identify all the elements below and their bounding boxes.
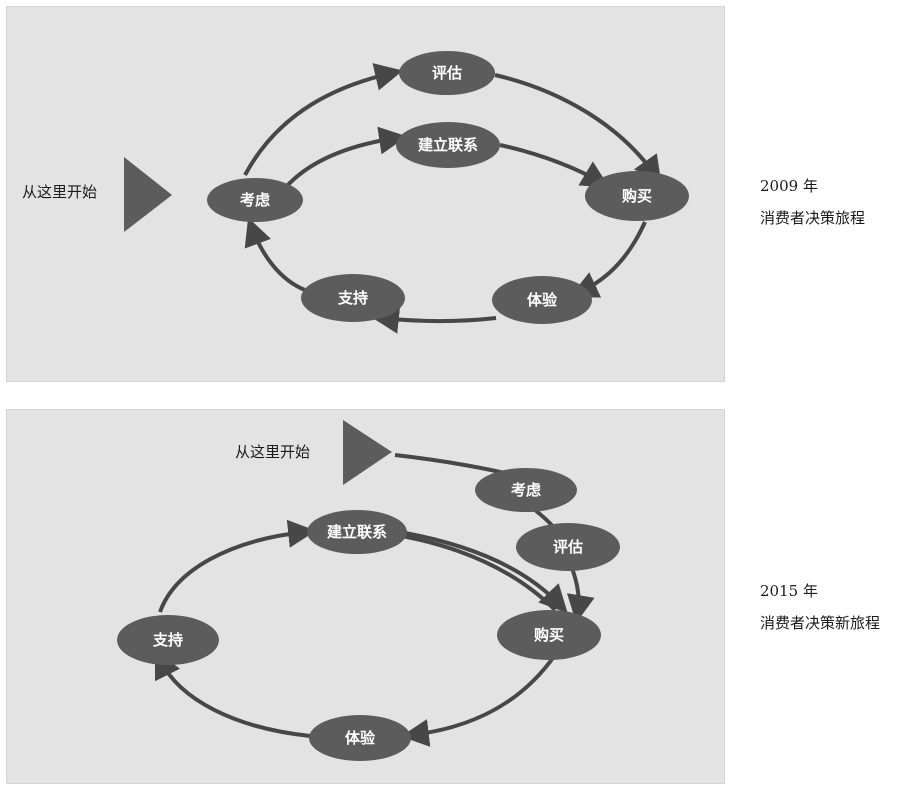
caption-title: 消费者决策新旅程 (760, 614, 881, 632)
node-label: 评估 (432, 64, 462, 82)
arrow-experience-to-support (154, 649, 311, 738)
node-label: 建立联系 (327, 523, 387, 541)
arrow-bond-to-buy (404, 531, 568, 614)
arrow-consider-to-evaluate (243, 63, 403, 176)
start-label: 从这里开始 (235, 443, 310, 461)
diagram-2015: 从这里开始 考虑 评估 建立联系 购买 支持 (117, 420, 620, 761)
node-label: 体验 (345, 729, 376, 747)
node-evaluate: 评估 (516, 523, 620, 571)
caption-year: 2015 年 (760, 582, 818, 600)
node-experience: 体验 (309, 715, 411, 761)
node-buy: 购买 (497, 610, 601, 660)
start-triangle-icon (343, 420, 392, 485)
node-bond: 建立联系 (396, 122, 500, 168)
node-buy: 购买 (585, 171, 689, 221)
start-label: 从这里开始 (22, 183, 97, 201)
node-label: 评估 (553, 538, 583, 556)
node-consider: 考虑 (475, 468, 577, 512)
node-label: 支持 (152, 631, 183, 649)
node-label: 体验 (527, 291, 558, 309)
node-bond: 建立联系 (307, 510, 407, 554)
caption-2009: 2009 年 消费者决策旅程 (760, 170, 865, 234)
node-label: 购买 (534, 626, 564, 644)
node-support: 支持 (301, 274, 405, 322)
node-experience: 体验 (492, 276, 592, 324)
arrow-experience-to-support (370, 305, 497, 334)
arrow-evaluate-to-buy (566, 567, 595, 624)
node-label: 考虑 (240, 191, 270, 209)
caption-year: 2009 年 (760, 177, 818, 195)
arrow-buy-to-experience (569, 221, 647, 298)
arrow-support-to-consider (244, 217, 306, 292)
arrow-support-to-bond (158, 519, 317, 613)
caption-2015: 2015 年 消费者决策新旅程 (760, 575, 880, 639)
arrow-bond-to-buy (499, 143, 610, 188)
node-label: 建立联系 (418, 136, 478, 154)
arrow-consider-to-bond (283, 126, 408, 190)
diagram-2009: 从这里开始 评估 考虑 建立联系 购买 支持 (22, 51, 689, 334)
start-triangle-icon (124, 157, 172, 232)
node-label: 支持 (337, 289, 368, 307)
node-label: 考虑 (511, 481, 541, 499)
node-evaluate: 评估 (399, 51, 495, 95)
caption-title: 消费者决策旅程 (760, 209, 866, 227)
arrow-buy-to-experience (400, 653, 557, 747)
node-support: 支持 (117, 615, 219, 665)
node-label: 购买 (622, 187, 652, 205)
node-consider: 考虑 (207, 178, 303, 222)
arrow-evaluate-to-buy (494, 73, 662, 185)
